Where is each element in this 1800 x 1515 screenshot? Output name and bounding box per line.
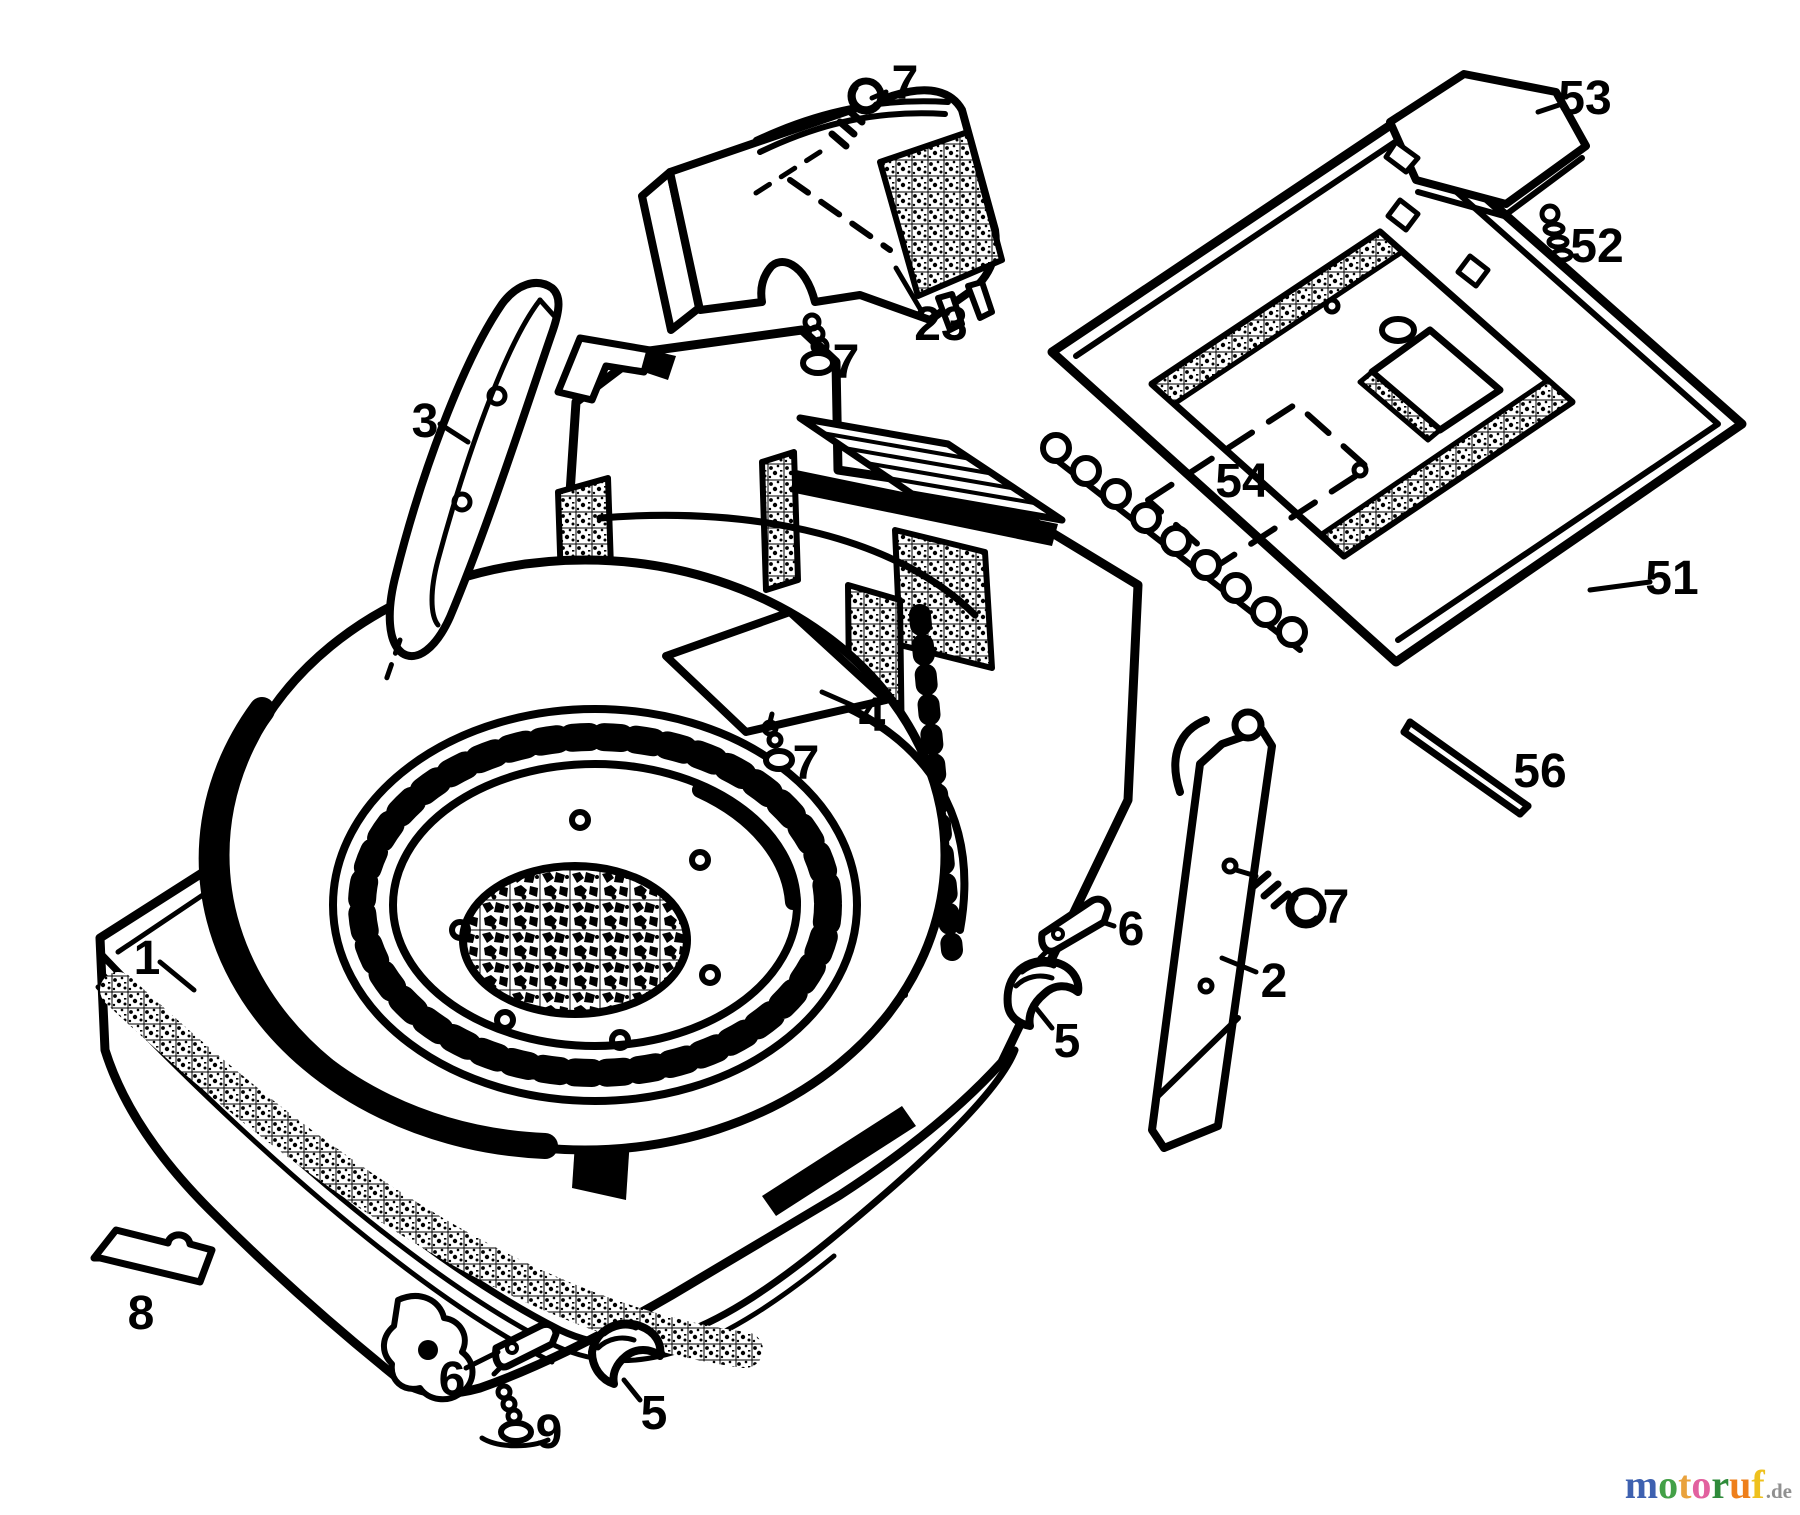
part-label-1: 1 — [134, 932, 161, 985]
part-7-screw-spring — [800, 312, 836, 376]
part-5-clamp-right — [1003, 956, 1083, 1030]
mower-deck-housing — [95, 325, 1143, 1403]
part-51-cover-panel — [1040, 115, 1747, 667]
logo-letter: o — [1658, 1462, 1679, 1507]
part-label-51: 51 — [1645, 552, 1698, 605]
part-label-6-right: 6 — [1118, 903, 1145, 956]
part-label-6-bottom: 6 — [439, 1353, 466, 1406]
part-label-8: 8 — [128, 1287, 155, 1340]
part-23-belt-guard — [638, 86, 1005, 334]
leader-lines — [157, 89, 1653, 1403]
part-label-5-right: 5 — [1054, 1015, 1081, 1068]
logo-suffix: .de — [1765, 1479, 1792, 1503]
part-52-spring-screw — [1539, 203, 1574, 263]
part-label-23: 23 — [914, 298, 967, 351]
part-label-54: 54 — [1215, 455, 1269, 508]
part-label-7-top: 7 — [892, 57, 919, 110]
logo-letter: m — [1624, 1462, 1659, 1507]
part-label-9: 9 — [536, 1406, 563, 1459]
part-label-52: 52 — [1570, 220, 1623, 273]
part-5-clamp-bottom — [588, 1319, 665, 1388]
part-label-7-right: 7 — [1323, 881, 1350, 934]
part-label-56: 56 — [1513, 745, 1566, 798]
part-4-cover-plate — [662, 608, 890, 736]
part-9-screw-bottom — [479, 1383, 551, 1449]
part-label-5-bottom: 5 — [641, 1387, 668, 1440]
part-label-4: 4 — [859, 689, 886, 742]
part-number-labels: 7 23 7 3 53 52 54 51 56 4 7 6 7 2 5 1 8 … — [128, 57, 1699, 1459]
part-6-latch-bottom — [491, 1320, 560, 1377]
logo-letter: t — [1678, 1462, 1692, 1507]
part-label-53: 53 — [1558, 72, 1611, 125]
part-6-latch-right — [1037, 895, 1112, 961]
part-53-lid — [1383, 70, 1590, 219]
part-56-rod — [1400, 718, 1532, 818]
part-7-screw-right — [1250, 870, 1327, 929]
motoruf-logo[interactable]: m o t o r u f .de — [1625, 1465, 1792, 1505]
part-3-side-rail — [381, 279, 563, 689]
part-label-2: 2 — [1261, 955, 1288, 1008]
part-label-7-spring: 7 — [833, 336, 860, 389]
part-8-bracket — [90, 1226, 216, 1286]
part-2-deflector-plate — [1148, 708, 1276, 1152]
part-label-7-middle: 7 — [793, 737, 820, 790]
part-label-3: 3 — [412, 395, 439, 448]
part-7-screw-middle — [761, 711, 795, 772]
logo-letter: u — [1729, 1462, 1752, 1507]
logo-letter: f — [1751, 1462, 1765, 1507]
logo-letter: o — [1691, 1462, 1712, 1507]
logo-letter: r — [1711, 1462, 1730, 1507]
